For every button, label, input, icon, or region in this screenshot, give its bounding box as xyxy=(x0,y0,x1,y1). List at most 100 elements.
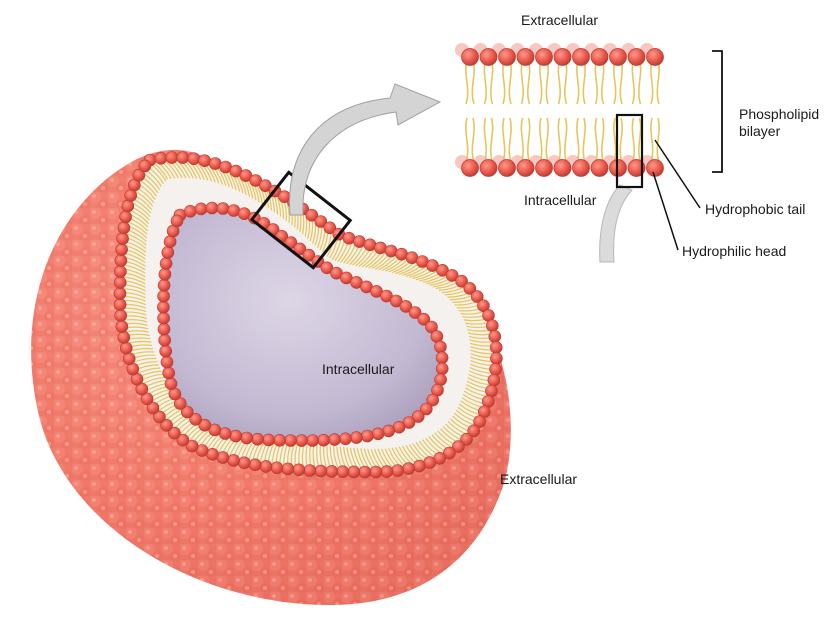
lipid-head xyxy=(292,463,306,477)
lipid-head xyxy=(161,246,175,259)
lipid-head xyxy=(158,267,172,281)
lipid-head xyxy=(146,401,160,415)
lipid-head xyxy=(435,351,449,365)
inset-tail xyxy=(619,117,623,163)
lipid-head xyxy=(477,299,490,313)
lipid-head xyxy=(412,459,426,473)
inset-head xyxy=(553,48,572,66)
lipid-head xyxy=(380,465,394,478)
lipid-head xyxy=(473,415,486,428)
lipid-head xyxy=(189,412,202,426)
lipid-head xyxy=(325,465,339,478)
inset-return-arrow xyxy=(599,184,633,263)
lipid-head xyxy=(408,306,422,319)
inset-tail xyxy=(526,117,531,163)
lipid-head xyxy=(284,434,297,447)
lipid-head xyxy=(399,300,413,313)
lipid-head xyxy=(249,174,262,187)
lipid-head xyxy=(389,294,403,308)
lipid-head xyxy=(460,432,473,446)
lipid-head xyxy=(158,333,171,347)
inset-head xyxy=(590,48,609,66)
label-hydrophobic-tail: Hydrophobic tail xyxy=(705,201,806,217)
lipid-head xyxy=(140,392,154,406)
lipid-head xyxy=(185,439,199,453)
lipid-head xyxy=(251,432,264,446)
lipid-head xyxy=(114,309,127,322)
lipid-head xyxy=(170,214,184,228)
lipid-head xyxy=(198,154,211,167)
lipid-head xyxy=(164,377,178,391)
lipid-head xyxy=(455,274,468,288)
inset-head xyxy=(516,48,535,66)
lipid-head xyxy=(174,397,187,410)
inset-head xyxy=(461,48,479,66)
lipid-head xyxy=(194,202,208,216)
lipid-head xyxy=(163,235,177,248)
lipid-head xyxy=(391,464,405,477)
lipid-head xyxy=(227,454,240,467)
inset-head xyxy=(516,159,535,177)
lipid-head xyxy=(314,215,328,228)
inset-head xyxy=(627,48,646,66)
lipid-head xyxy=(216,202,230,215)
lipid-head xyxy=(154,152,168,165)
label-extracellular-cell: Extracellular xyxy=(500,471,578,487)
label-extracellular-top: Extracellular xyxy=(521,12,599,28)
inset-head xyxy=(479,159,498,177)
lipid-head xyxy=(435,362,449,376)
inset-head xyxy=(572,159,590,177)
lipid-head xyxy=(187,152,201,165)
lipid-head xyxy=(122,352,136,366)
lipid-head xyxy=(153,410,166,424)
lipid-head xyxy=(489,362,502,376)
lipid-head xyxy=(371,427,385,441)
lipid-head xyxy=(425,320,438,334)
bilayer-inset xyxy=(455,35,670,185)
lipid-head xyxy=(323,221,337,235)
lipid-head xyxy=(434,340,447,354)
lipid-head xyxy=(490,352,503,365)
zoom-arrow xyxy=(289,83,442,216)
lipid-head xyxy=(485,384,498,398)
inset-head xyxy=(498,48,516,66)
inset-tail xyxy=(656,117,660,163)
lipid-head xyxy=(452,440,465,453)
lipid-head xyxy=(198,418,212,432)
inset-head xyxy=(627,159,646,177)
lipid-head xyxy=(320,261,334,275)
lipid-head xyxy=(157,289,170,303)
label-hydrophilic-head: Hydrophilic head xyxy=(682,243,787,259)
lipid-head xyxy=(417,312,431,326)
label-intracellular-inset: Intracellular xyxy=(524,192,597,208)
lipid-head xyxy=(162,366,175,380)
inset-head xyxy=(572,48,590,66)
lipid-head xyxy=(181,405,194,419)
lipid-head xyxy=(295,434,308,447)
lipid-head xyxy=(117,221,131,235)
hydrophobic-tail-leader xyxy=(654,139,701,209)
lipid-head xyxy=(305,208,319,222)
lipid-head xyxy=(157,300,170,314)
lipid-head xyxy=(160,355,174,369)
lipid-head xyxy=(184,205,197,218)
inset-tail xyxy=(508,117,512,163)
lipid-head xyxy=(369,465,383,479)
lipid-head xyxy=(160,418,173,432)
lipid-head xyxy=(426,393,440,407)
inset-head xyxy=(479,48,498,66)
lipid-head xyxy=(119,341,133,355)
inset-head xyxy=(553,159,572,177)
lipid-head xyxy=(176,151,190,164)
lipid-head xyxy=(360,429,374,443)
lipid-head xyxy=(488,330,502,343)
lipid-head xyxy=(114,265,127,278)
lipid-head xyxy=(384,244,398,258)
lipid-head xyxy=(270,461,284,475)
lipid-head xyxy=(262,433,275,447)
inset-tail xyxy=(471,117,475,163)
lipid-head xyxy=(157,311,170,325)
bilayer-bracket xyxy=(712,50,723,173)
lipid-head xyxy=(419,402,433,416)
lipid-head xyxy=(119,210,132,224)
